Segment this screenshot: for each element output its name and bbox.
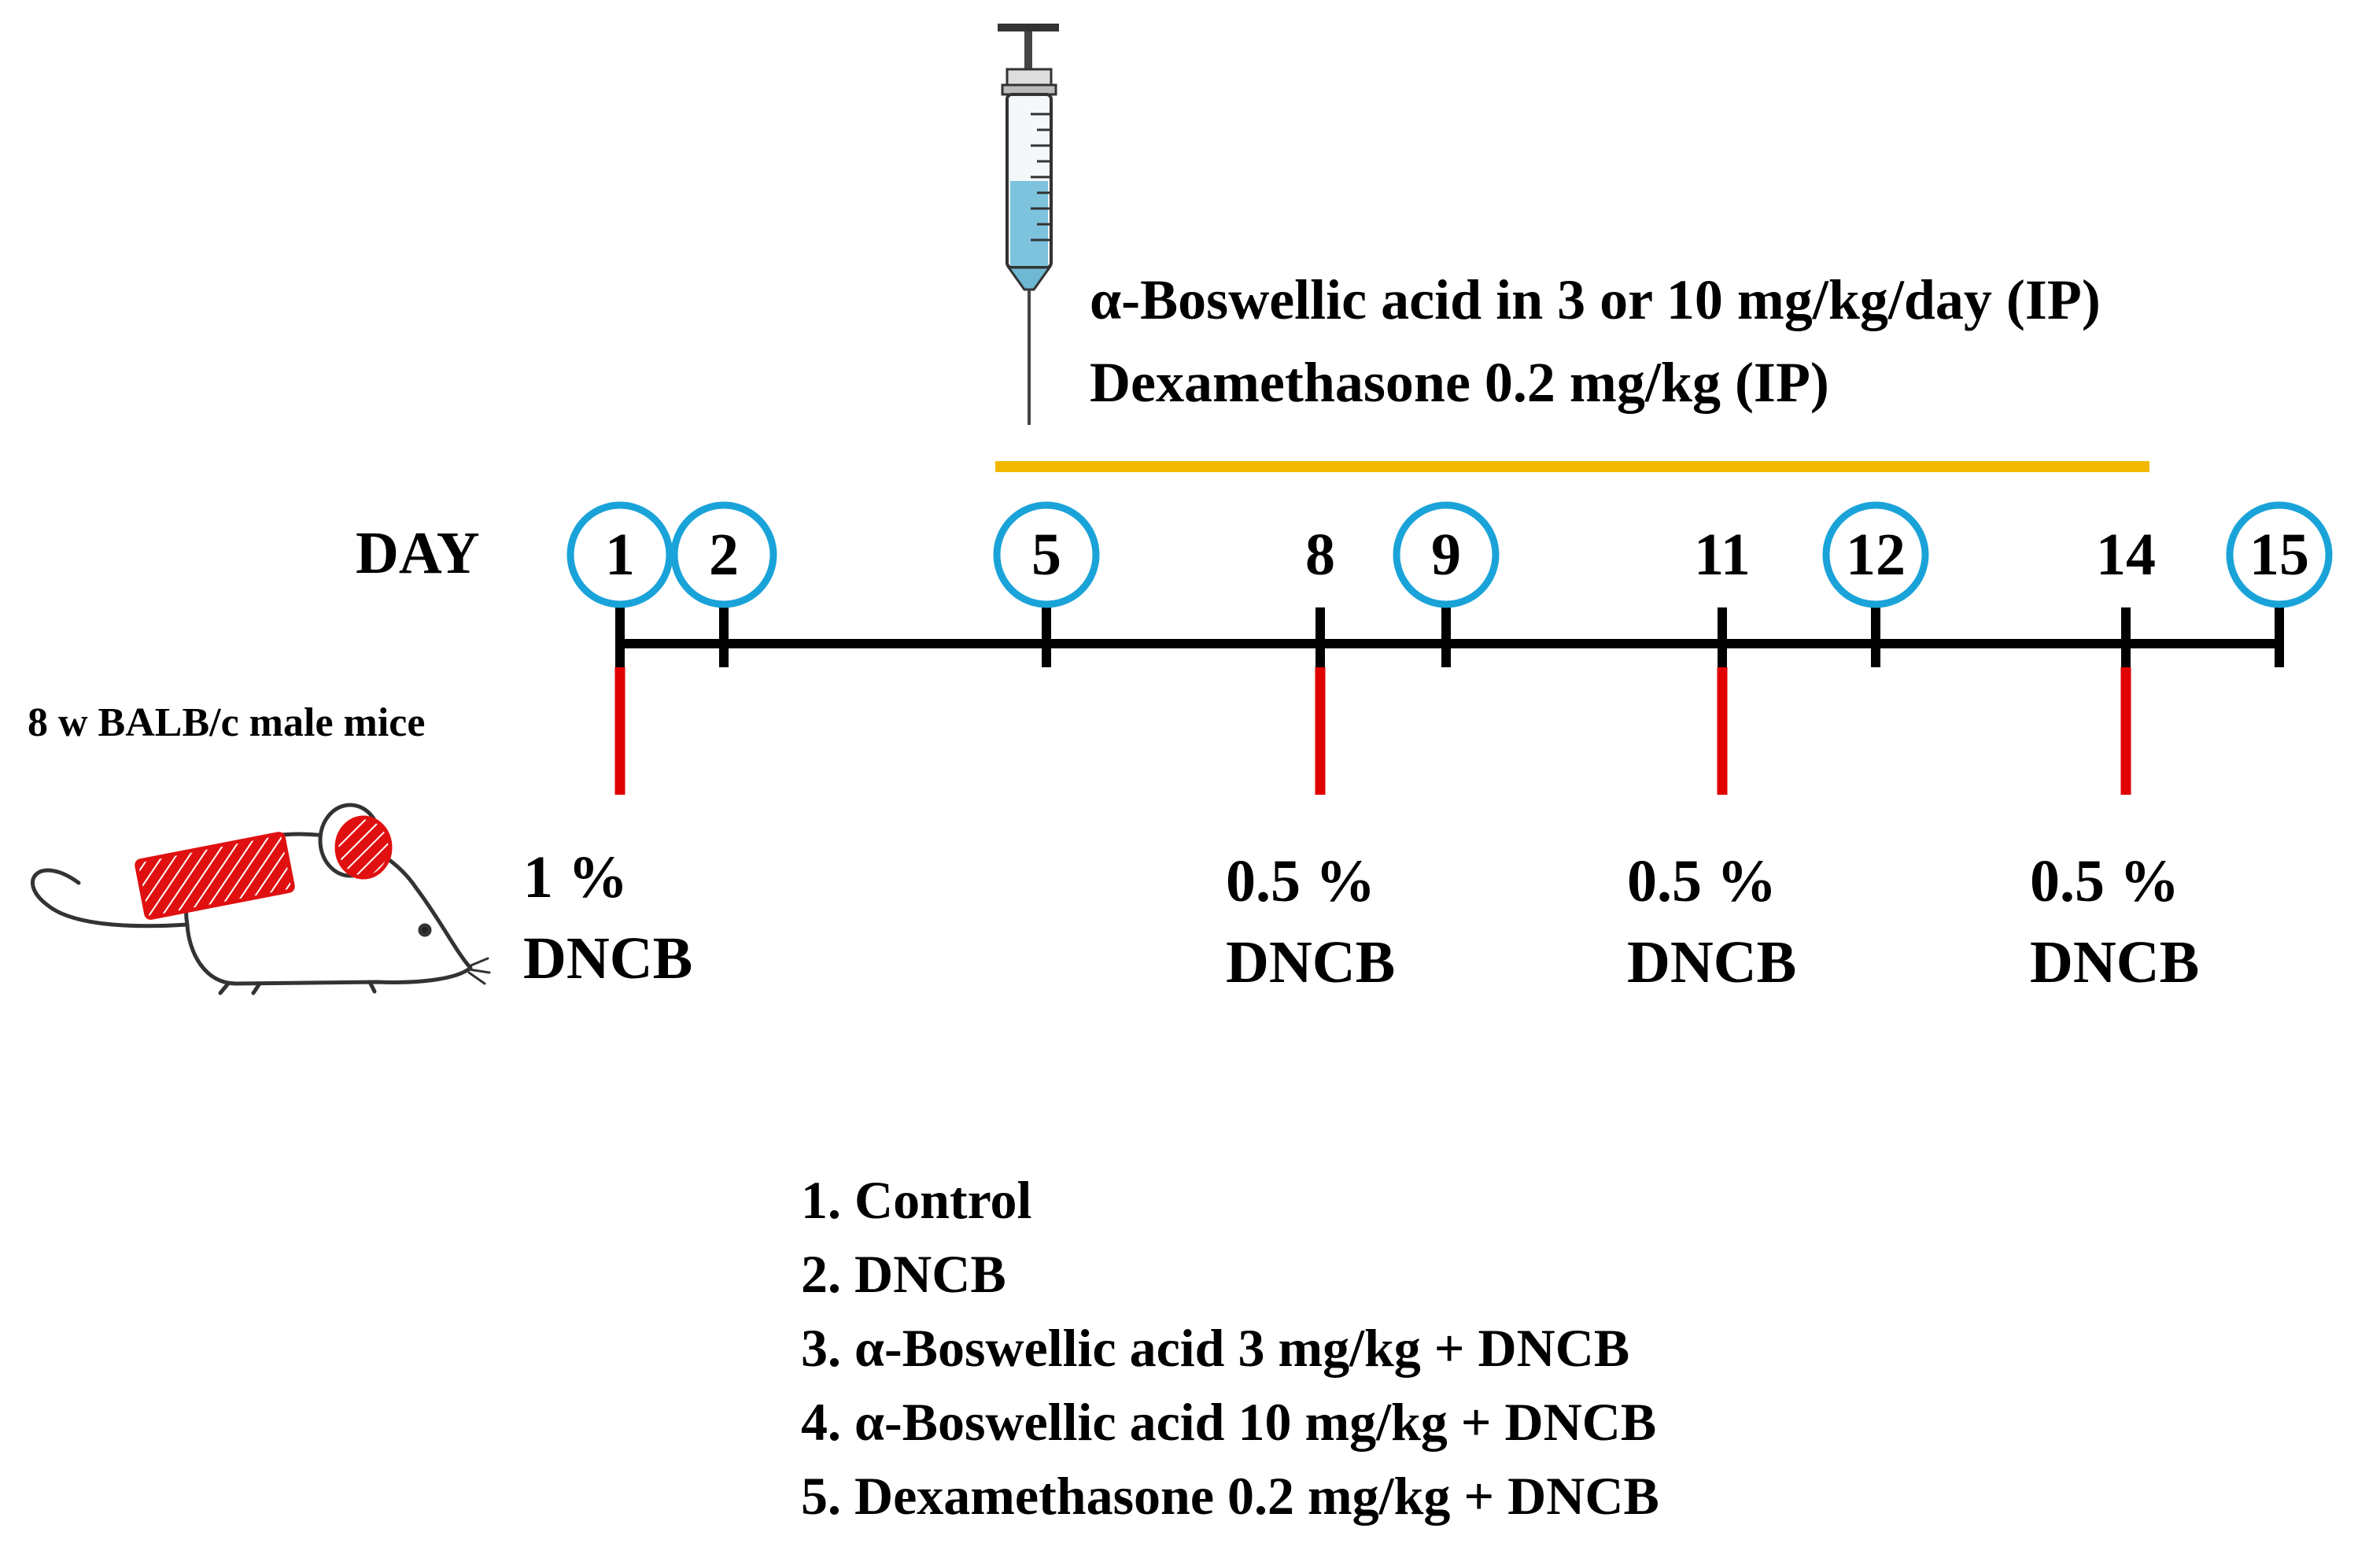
day-circle-2 [670, 501, 777, 608]
dncb-dose-day-1: 1 % [523, 844, 628, 910]
day-circle-12 [1822, 501, 1929, 608]
group-item: 5. Dexamethasone 0.2 mg/kg + DNCB [801, 1466, 1659, 1526]
group-item: 3. α-Boswellic acid 3 mg/kg + DNCB [801, 1318, 1630, 1378]
day-circle-5 [993, 501, 1100, 608]
treatment-groups-list: 1. Control 2. DNCB 3. α-Boswellic acid 3… [801, 1163, 1659, 1533]
treatment-line-1: α-Boswellic acid in 3 or 10 mg/kg/day (I… [1090, 268, 2101, 331]
day-circle-15 [2226, 501, 2333, 608]
mouse-icon [31, 803, 491, 995]
dncb-dose-day-11: 0.5 % [1627, 848, 1777, 914]
treatment-line-2: Dexamethasone 0.2 mg/kg (IP) [1090, 351, 1829, 414]
group-item: 2. DNCB [801, 1244, 1006, 1304]
group-item: 4. α-Boswellic acid 10 mg/kg + DNCB [801, 1392, 1657, 1452]
day-label-2: 2 [709, 522, 739, 588]
dncb-dose-day-8: 0.5 % [1226, 848, 1375, 914]
day-label-8: 8 [1305, 522, 1335, 588]
dncb-dose-day-14: 0.5 % [2030, 848, 2179, 914]
dncb-agent-day-14: DNCB [2030, 929, 2199, 995]
dncb-agent-day-8: DNCB [1226, 929, 1395, 995]
dncb-agent-day-1: DNCB [523, 925, 692, 991]
day-label-15: 15 [2249, 522, 2309, 588]
day-label: DAY [356, 520, 480, 586]
day-label-9: 9 [1431, 522, 1461, 588]
day-circle-9 [1393, 501, 1500, 608]
day-label-11: 11 [1694, 522, 1751, 588]
day-circle-1 [566, 501, 673, 608]
day-label-14: 14 [2096, 522, 2156, 588]
dncb-agent-day-11: DNCB [1627, 929, 1796, 995]
group-item: 1. Control [801, 1170, 1032, 1230]
syringe-icon [998, 24, 1059, 425]
dncb-applications: 1 % DNCB 0.5 % DNCB 0.5 % DNCB 0.5 % DNCB [523, 667, 2199, 995]
day-label-5: 5 [1031, 522, 1061, 588]
subject-label: 8 w BALB/c male mice [28, 700, 425, 745]
day-label-12: 12 [1846, 522, 1906, 588]
day-label-1: 1 [605, 522, 635, 588]
